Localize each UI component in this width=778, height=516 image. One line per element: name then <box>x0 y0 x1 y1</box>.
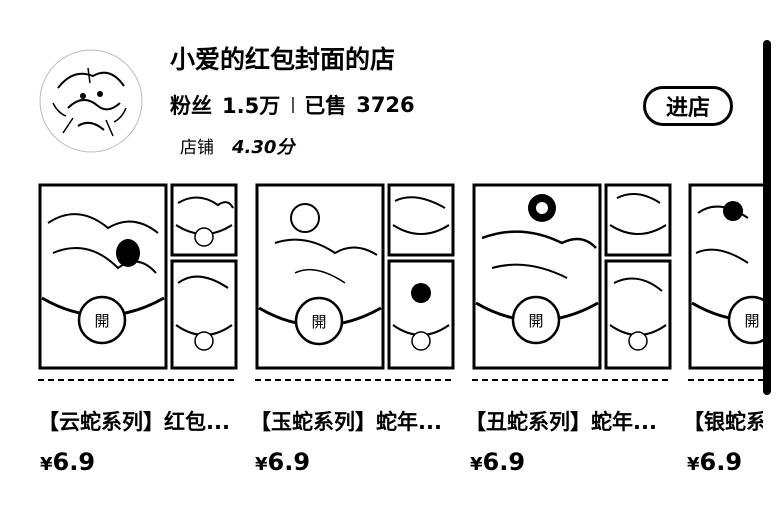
product-price: ¥6.9 <box>470 448 525 476</box>
fans-label: 粉丝 <box>170 94 212 118</box>
product-title[interactable]: 【丑蛇系列】蛇年... <box>465 410 657 434</box>
scrollbar-thumb[interactable] <box>763 40 771 395</box>
seal-text: 開 <box>311 313 326 331</box>
avatar-illustration-icon <box>39 49 143 153</box>
product-card[interactable]: 開 <box>472 183 672 393</box>
fans-value: 1.5万 <box>222 94 281 118</box>
price-value: 6.9 <box>699 448 743 476</box>
product-image: 開 <box>38 183 238 388</box>
product-title[interactable]: 【玉蛇系列】蛇年... <box>250 410 442 434</box>
price-value: 6.9 <box>267 448 311 476</box>
currency-symbol: ¥ <box>470 454 483 475</box>
product-title[interactable]: 【银蛇系 <box>683 410 763 434</box>
scrollbar[interactable] <box>763 40 771 395</box>
product-price: ¥6.9 <box>40 448 95 476</box>
price-value: 6.9 <box>482 448 526 476</box>
seal-text: 開 <box>94 312 109 330</box>
price-value: 6.9 <box>52 448 96 476</box>
currency-symbol: ¥ <box>40 454 53 475</box>
product-image: 開 <box>688 183 763 388</box>
product-price: ¥6.9 <box>255 448 310 476</box>
product-title[interactable]: 【云蛇系列】红包... <box>38 410 230 434</box>
shop-rating: 店铺 4.30分 <box>180 133 294 159</box>
product-image: 開 <box>472 183 672 388</box>
seal-text: 開 <box>528 312 543 330</box>
currency-symbol: ¥ <box>687 454 700 475</box>
seal-text: 開 <box>744 312 759 330</box>
rating-label: 店铺 <box>180 138 214 158</box>
product-image: 開 <box>255 183 455 388</box>
shop-name: 小爱的红包封面的店 <box>170 45 396 74</box>
sold-label: 已售 <box>304 94 347 118</box>
shop-stats: 粉丝 1.5万 已售 3726 <box>170 90 415 120</box>
product-card[interactable]: 開 <box>688 183 763 393</box>
currency-symbol: ¥ <box>255 454 268 475</box>
enter-shop-button[interactable]: 进店 <box>643 86 733 126</box>
stats-divider <box>292 97 295 113</box>
product-card[interactable]: 開 <box>38 183 238 393</box>
rating-value: 4.30分 <box>232 137 295 158</box>
product-card[interactable]: 開 <box>255 183 455 393</box>
sold-value: 3726 <box>356 93 415 117</box>
shop-avatar[interactable] <box>38 48 144 154</box>
product-price: ¥6.9 <box>687 448 742 476</box>
